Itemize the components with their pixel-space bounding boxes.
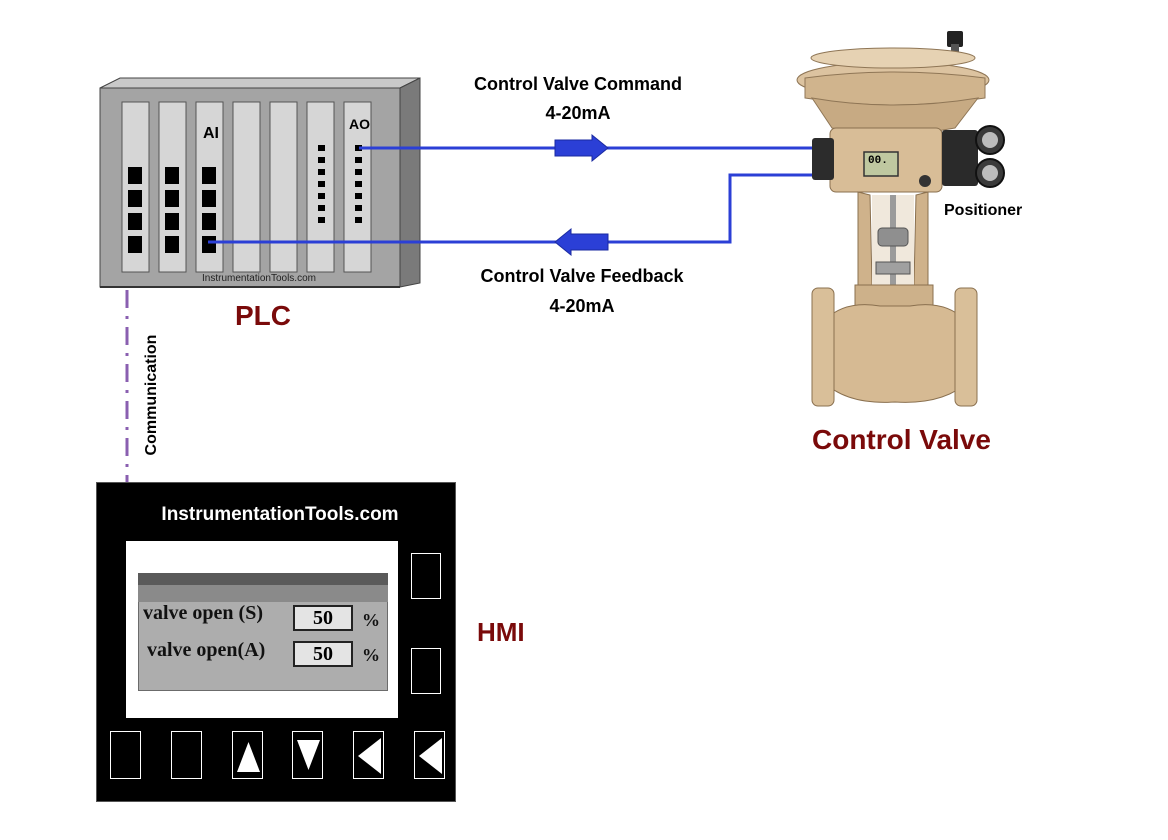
feedback-range: 4-20mA	[549, 296, 615, 316]
positioner-display: 00.	[868, 155, 888, 167]
hmi-key-back[interactable]	[414, 731, 445, 779]
command-signal-line	[359, 133, 815, 163]
feedback-signal-line	[208, 173, 830, 257]
plc-label: PLC	[235, 300, 291, 331]
field-unit-actual: %	[362, 645, 380, 665]
communication-label: Communication	[143, 334, 160, 456]
plc-module-ao-label: AO	[349, 116, 370, 132]
hmi-title: InstrumentationTools.com	[161, 504, 399, 525]
hmi-side-key-2[interactable]	[411, 648, 441, 694]
hmi-side-key-1[interactable]	[411, 553, 441, 599]
arrow-left-icon	[419, 738, 442, 774]
plc-brand-label: InstrumentationTools.com	[202, 273, 316, 284]
hmi-key-left[interactable]	[353, 731, 384, 779]
arrow-down-icon	[297, 740, 320, 770]
field-unit-setpoint: %	[362, 610, 380, 630]
control-valve-label: Control Valve	[812, 424, 991, 455]
plc-module-ai-label: AI	[203, 125, 219, 142]
field-label-actual: valve open(A)	[147, 639, 266, 661]
arrow-left-icon	[358, 738, 381, 774]
field-value-actual[interactable]: 50	[293, 641, 353, 667]
hmi-key-down[interactable]	[292, 731, 323, 779]
faceplate-header-bar	[138, 573, 388, 585]
hmi-label: HMI	[477, 617, 525, 647]
feedback-title: Control Valve Feedback	[480, 266, 684, 286]
arrow-up-icon	[237, 742, 260, 772]
plc-rack	[99, 77, 421, 288]
field-label-setpoint: valve open (S)	[143, 602, 263, 624]
hmi-key-f2[interactable]	[171, 731, 202, 779]
command-range: 4-20mA	[545, 103, 611, 123]
control-valve-graphic	[796, 31, 1005, 407]
faceplate-subheader-bar	[138, 585, 388, 602]
hmi-key-f1[interactable]	[110, 731, 141, 779]
field-value-setpoint[interactable]: 50	[293, 605, 353, 631]
command-title: Control Valve Command	[473, 74, 683, 94]
hmi-key-up[interactable]	[232, 731, 263, 779]
positioner-label: Positioner	[944, 202, 1023, 219]
